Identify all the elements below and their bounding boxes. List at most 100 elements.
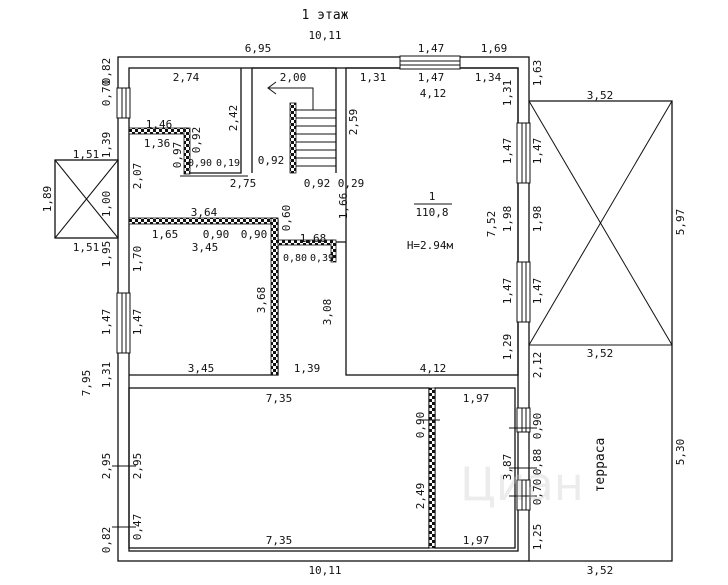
dim-label: 1,34 [475,71,502,84]
dim-label: 1,25 [531,524,544,551]
dim-label: 1,97 [463,534,490,547]
windows [116,55,531,511]
dim-label: 2,75 [230,177,257,190]
dim-label: 5,30 [674,439,687,466]
window-right-4 [516,479,531,511]
dim-label: 3,87 [501,454,514,481]
dim-label: 0,80 [283,253,307,264]
dim-label: 1,66 [337,193,350,220]
dim-label: 1,00 [100,191,113,218]
dim-label: 1,63 [531,60,544,87]
dim-label: 1,70 [131,246,144,273]
dim-label: 0,90 [203,228,230,241]
dim-label: 7,95 [80,370,93,397]
dim-label: 0,90 [241,228,268,241]
dim-label: 1,89 [41,186,54,213]
dim-label: 2,74 [173,71,200,84]
dim-label: 7,52 [485,211,498,238]
floor-title: 1 этаж [302,8,349,23]
entrance-porch [54,159,119,239]
dim-label: 1,46 [146,118,173,131]
dim-label: 0,60 [280,205,293,232]
dim-label: 1,47 [501,278,514,305]
dim-label: 1,97 [463,392,490,405]
dim-label: 1,39 [294,362,321,375]
stairwell [251,67,337,173]
dim-label: 7,35 [266,392,293,405]
dim-label: 0,92 [258,154,285,167]
dim-label: 0,90 [188,158,212,169]
room-area: 110,8 [415,206,448,219]
dim-label: 3,08 [321,299,334,326]
dim-label: 1,98 [501,206,514,233]
dim-label: 1,47 [100,309,113,336]
dim-label: 0,88 [531,449,544,476]
dim-label: 0,29 [338,177,365,190]
dim-label: 1,95 [100,241,113,268]
dim-label: 2,12 [531,352,544,379]
dim-label: 0,90 [414,412,427,439]
watermark: Циан [460,457,584,511]
dim-label: 1,65 [152,228,179,241]
dim-label: 6,95 [245,42,272,55]
dim-label: 3,52 [587,347,614,360]
dim-label: 1,47 [531,138,544,165]
window-left-1 [116,87,131,119]
dim-label: 7,35 [266,534,293,547]
dim-label: 0,47 [131,514,144,541]
dim-label: 1,68 [300,232,327,245]
vertical-dimensions: 0,82 0,70 1,39 1,00 1,95 1,47 1,31 7,95 … [41,58,687,554]
dim-label: 1,39 [100,132,113,159]
dim-label: 2,95 [100,453,113,480]
terrace [528,100,673,562]
window-right-1 [516,122,531,184]
dim-label: 3,64 [191,206,218,219]
window-right-2 [516,261,531,323]
room-bottom-big [128,387,430,549]
dim-label: 0,19 [216,158,240,169]
dim-label: 1,47 [418,71,445,84]
dim-label: 2,59 [347,109,360,136]
dim-label: 1,31 [360,71,387,84]
dim-label: 0,70 [531,479,544,506]
dim-label: 4,12 [420,362,447,375]
dim-label: 1,51 [73,148,100,161]
window-right-3 [516,407,531,433]
dim-label: 0,92 [304,177,331,190]
window-top [399,55,461,70]
dimension-ticks [112,175,537,528]
dim-label: 1,47 [418,42,445,55]
dim-label: 1,51 [73,241,100,254]
dim-label: 1,31 [100,362,113,389]
dim-label: 1,36 [144,137,171,150]
window-left-2 [116,292,131,354]
dim-label: 0,97 [171,142,184,169]
dim-label: 2,95 [131,453,144,480]
dim-label: 0,90 [531,413,544,440]
dim-label: 1,47 [501,138,514,165]
dim-label: 3,68 [255,287,268,314]
horizontal-dimensions: 10,11 6,95 1,47 1,69 2,74 2,00 1,31 1,47… [73,29,614,577]
dim-label: 3,45 [192,241,219,254]
room-height: H=2.94м [407,239,454,252]
dim-label: 0,39 [310,253,334,264]
dim-label: 10,11 [308,29,341,42]
hatched-partitions [128,102,436,549]
dim-label: 0,82 [100,527,113,554]
dim-label: 0,82 [100,58,113,85]
dim-label: 3,52 [587,89,614,102]
dim-label: 10,11 [308,564,341,577]
dim-label: 2,49 [414,483,427,510]
room-number: 1 [429,190,436,203]
dim-label: 4,12 [420,87,447,100]
dim-label: 0,92 [190,127,203,154]
dim-label: 1,29 [501,334,514,361]
dim-label: 1,98 [531,206,544,233]
dim-label: 1,31 [501,80,514,107]
dim-label: 3,52 [587,564,614,577]
terrace-label: терраса [593,438,608,493]
dim-label: 1,47 [131,309,144,336]
dim-label: 2,00 [280,71,307,84]
dim-label: 5,97 [674,209,687,236]
